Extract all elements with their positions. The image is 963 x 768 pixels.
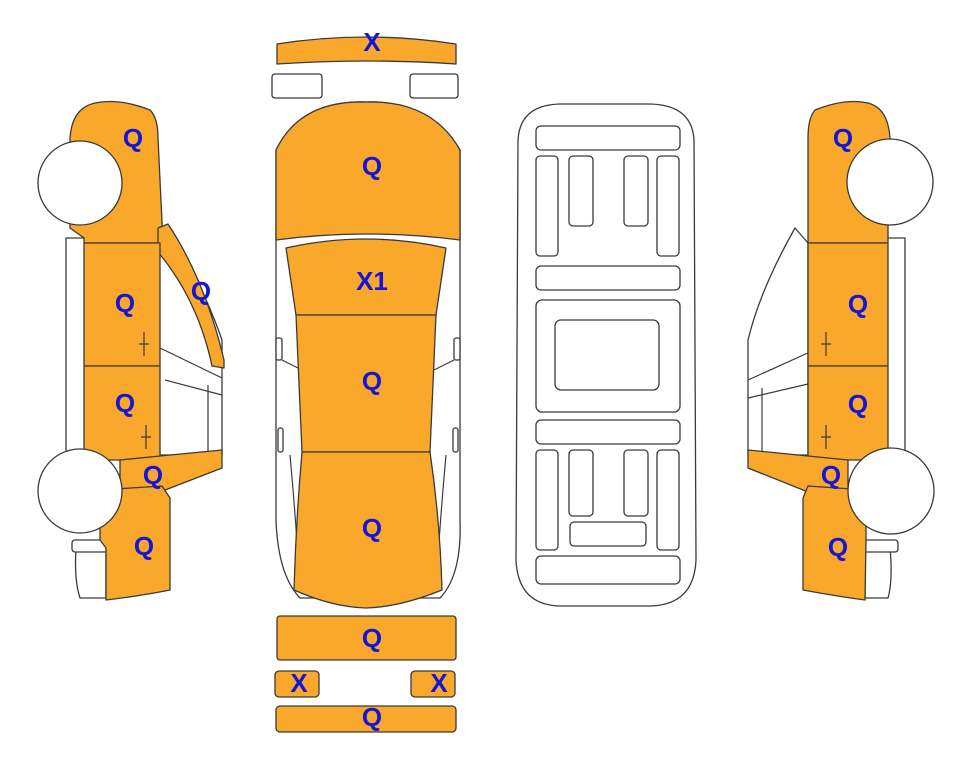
code-left-front-fender: Q (123, 123, 143, 153)
left-rear-corner (74, 547, 107, 599)
underbody-part (535, 555, 681, 585)
code-windshield: X1 (356, 266, 388, 296)
code-rear-panel: Q (362, 623, 382, 653)
right-front-wheel (846, 138, 934, 226)
left-rear-quarter-panel[interactable] (99, 485, 171, 601)
underbody-part (535, 125, 681, 151)
front-bumper-panel[interactable] (276, 36, 457, 65)
underbody-part (569, 521, 647, 547)
underbody-part (535, 419, 681, 445)
rear-lamp-right[interactable] (410, 670, 456, 698)
handle-left (277, 427, 284, 453)
right-rear-wheel (847, 447, 935, 535)
underbody-part (656, 155, 680, 257)
underbody-part (535, 265, 681, 291)
top-view (271, 36, 461, 733)
right-rear-quarter-panel[interactable] (802, 485, 867, 601)
code-right-front-door: Q (848, 289, 868, 319)
code-rear-bumper: Q (362, 702, 382, 732)
code-left-sill: Q (143, 460, 163, 490)
code-rear-lamp-right: X (430, 668, 448, 698)
headlight-right[interactable] (409, 73, 459, 99)
code-left-rear-quarter: Q (134, 531, 154, 561)
underbody-part (554, 319, 660, 391)
underbody-part (535, 449, 559, 551)
right-rear-bumper-tab (861, 539, 899, 553)
right-side-view (747, 100, 935, 601)
code-left-front-door: Q (115, 288, 135, 318)
left-side-view (37, 100, 225, 601)
mirror-right[interactable] (453, 337, 461, 361)
code-right-rear-quarter: Q (828, 532, 848, 562)
hood-panel[interactable] (275, 101, 461, 241)
rear-panel[interactable] (276, 615, 457, 661)
underbody-part (568, 155, 594, 227)
handle-right (452, 427, 459, 453)
underbody-part (535, 155, 559, 257)
left-front-wheel (37, 140, 123, 226)
code-roof: Q (362, 366, 382, 396)
underbody-part (623, 449, 649, 517)
left-a-pillar-panel[interactable] (157, 223, 225, 369)
headlight-left[interactable] (271, 73, 323, 99)
left-rear-wheel (37, 448, 123, 534)
underbody-view (515, 103, 697, 607)
rear-bumper-panel[interactable] (275, 705, 457, 733)
code-trunk-lid: Q (362, 513, 382, 543)
right-rear-door-handle (821, 425, 831, 449)
code-right-rear-door: Q (848, 389, 868, 419)
code-left-rear-door: Q (115, 388, 135, 418)
underbody-part (623, 155, 649, 227)
code-right-front-fender: Q (833, 123, 853, 153)
code-hood: Q (362, 151, 382, 181)
underbody-part (656, 449, 680, 551)
code-front-bumper: X (363, 27, 381, 57)
right-window-area (747, 227, 809, 456)
windshield-panel[interactable] (285, 238, 447, 316)
mirror-left[interactable] (275, 337, 283, 361)
code-left-a-pillar: Q (191, 276, 211, 306)
left-front-door-handle (139, 332, 149, 356)
rear-lamp-left[interactable] (274, 670, 320, 698)
underbody-part (568, 449, 594, 517)
right-front-door-handle (821, 332, 831, 356)
right-rear-corner (864, 547, 892, 599)
left-rear-door-handle (141, 425, 151, 449)
damage-codes: X Q X1 Q Q Q X X Q Q Q Q Q Q Q Q Q Q Q Q (115, 27, 868, 732)
code-rear-lamp-left: X (290, 668, 308, 698)
code-right-sill: Q (821, 460, 841, 490)
trunk-lid-panel[interactable] (293, 451, 443, 609)
